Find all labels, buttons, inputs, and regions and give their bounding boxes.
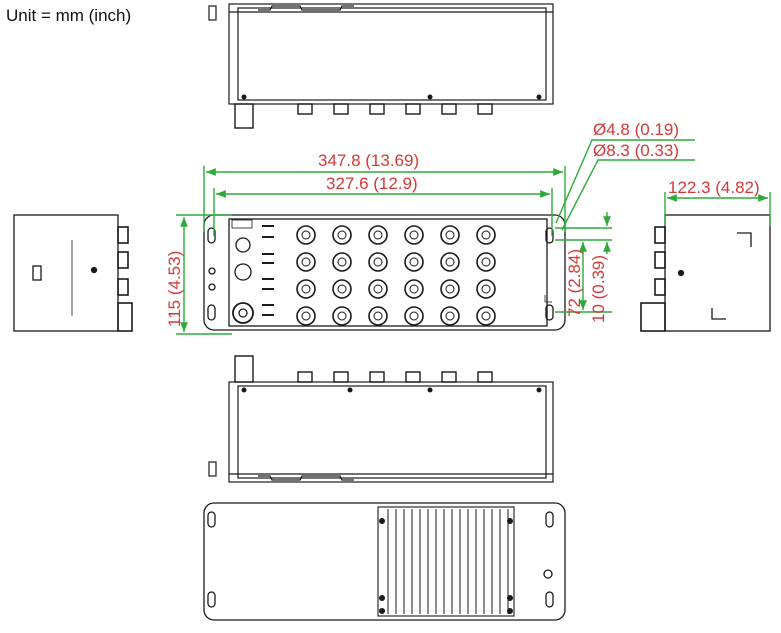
left-side-view <box>13 214 133 332</box>
m12-port <box>404 306 424 326</box>
dim-hole-spacing: 327.6 (12.9) <box>326 174 418 193</box>
m12-port-inner <box>481 311 491 321</box>
m12-port <box>368 252 388 272</box>
dim-slot-offset: 10 (0.39) <box>589 255 608 323</box>
m12-port-inner <box>409 257 419 267</box>
m12-port-inner <box>445 230 455 240</box>
m12-port <box>368 306 388 326</box>
m12-port <box>440 252 460 272</box>
m12-port <box>440 225 460 245</box>
m12-port-inner <box>409 311 419 321</box>
top-view <box>208 3 554 129</box>
m12-port <box>476 252 496 272</box>
dim-hole-small: Ø4.8 (0.19) <box>593 120 679 139</box>
dimension-lines <box>176 139 771 335</box>
m12-port <box>332 252 352 272</box>
m12-port <box>476 306 496 326</box>
unit-label: Unit = mm (inch) <box>6 6 132 25</box>
m12-port <box>332 306 352 326</box>
m12-port-inner <box>373 257 383 267</box>
m12-port <box>296 306 316 326</box>
m12-port-inner <box>301 257 311 267</box>
dim-height: 115 (4.53) <box>165 251 184 327</box>
dim-hole-large: Ø8.3 (0.33) <box>593 141 679 160</box>
dim-overall-width: 347.8 (13.69) <box>318 151 419 170</box>
bottom-view <box>208 355 554 483</box>
m12-port <box>332 279 352 299</box>
right-side-view <box>640 214 771 332</box>
dim-slot-length: 72 (2.84) <box>565 249 584 317</box>
m12-port-inner <box>337 230 347 240</box>
m12-port <box>368 225 388 245</box>
rear-view <box>203 502 566 621</box>
m12-port-inner <box>373 311 383 321</box>
m12-port-inner <box>481 284 491 294</box>
m12-port <box>404 279 424 299</box>
m12-port <box>476 225 496 245</box>
m12-port-inner <box>445 257 455 267</box>
m12-port-inner <box>337 257 347 267</box>
m12-port <box>332 225 352 245</box>
m12-port-inner <box>481 257 491 267</box>
m12-port <box>368 279 388 299</box>
m12-port <box>440 279 460 299</box>
m12-port-inner <box>373 230 383 240</box>
m12-port-inner <box>445 284 455 294</box>
m12-port <box>296 252 316 272</box>
m12-port-inner <box>409 230 419 240</box>
m12-port <box>404 225 424 245</box>
dimension-labels: 347.8 (13.69) 327.6 (12.9) 122.3 (4.82) … <box>165 120 760 327</box>
m12-port-inner <box>301 284 311 294</box>
front-view <box>203 214 566 331</box>
m12-port-inner <box>301 311 311 321</box>
m12-port-inner <box>337 284 347 294</box>
m12-port-inner <box>481 230 491 240</box>
m12-port-inner <box>445 311 455 321</box>
m12-port <box>476 279 496 299</box>
m12-port <box>296 279 316 299</box>
dim-depth: 122.3 (4.82) <box>668 178 760 197</box>
m12-port <box>296 225 316 245</box>
m12-port-inner <box>373 284 383 294</box>
m12-port <box>404 252 424 272</box>
m12-port <box>440 306 460 326</box>
m12-port-inner <box>301 230 311 240</box>
m12-port-inner <box>337 311 347 321</box>
m12-port-inner <box>409 284 419 294</box>
